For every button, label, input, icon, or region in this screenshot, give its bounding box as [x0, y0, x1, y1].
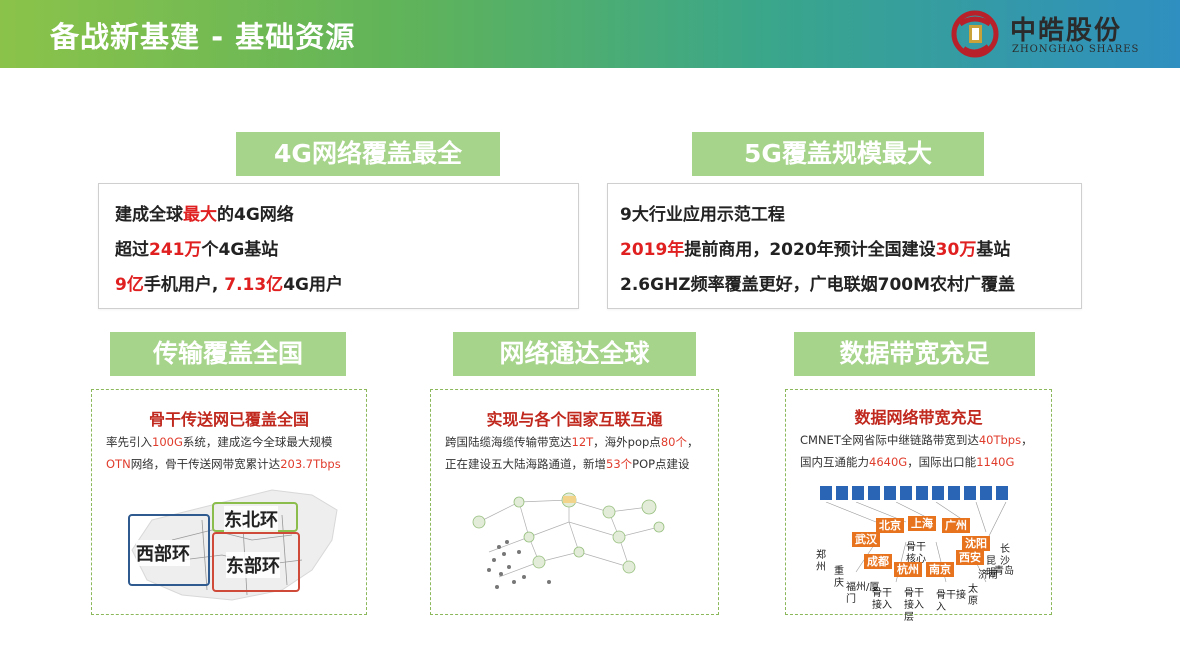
ring-northeast-label: 东北环 — [224, 506, 278, 532]
highlight: 241万 — [149, 240, 202, 260]
ring-west-frame — [128, 514, 210, 586]
label-zhengzhou: 郑州 — [816, 550, 826, 573]
city-nanjing: 南京 — [926, 562, 954, 577]
text: 4G用户 — [283, 275, 343, 295]
highlight: 2019年 — [620, 240, 685, 260]
label-access-1: 骨干接入 — [872, 588, 892, 611]
company-logo: 中皓股份 ZHONGHAO SHARES — [950, 8, 1170, 60]
text: 基站 — [976, 240, 1011, 260]
global-network-diagram — [472, 492, 665, 589]
label-taiyuan: 太原 — [968, 584, 978, 607]
global-network-title: 实现与各个国家互联互通 — [486, 410, 663, 429]
highlight: 1140G — [976, 455, 1015, 469]
highlight: 最大 — [183, 205, 217, 225]
global-network-line-2: 正在建设五大陆海路通道，新增53个POP点建设 — [445, 456, 690, 472]
5g-line-3: 2.6GHZ频率覆盖更好，广电联姻700M农村广覆盖 — [620, 275, 1016, 295]
text: ， — [1021, 433, 1033, 447]
city-hangzhou: 杭州 — [894, 562, 922, 577]
tag-transmission: 传输覆盖全国 — [110, 332, 346, 376]
transmission-line-1: 率先引入100G系统，建成迄今全球最大规模 — [106, 434, 332, 450]
transmission-title: 骨干传送网已覆盖全国 — [148, 410, 309, 429]
tag-global-network: 网络通达全球 — [453, 332, 696, 376]
logo-emblem-icon — [951, 10, 999, 58]
text: CMNET全网省际中继链路带宽到达 — [800, 433, 979, 447]
city-guangzhou: 广州 — [942, 518, 970, 533]
text: ，国际出口能 — [907, 455, 977, 469]
header-bar: 备战新基建 - 基础资源 中皓股份 ZHONGHAO SHARES — [0, 0, 1180, 68]
text: 率先引入 — [106, 435, 152, 449]
5g-line-1: 9大行业应用示范工程 — [620, 205, 785, 225]
highlight: 4640G — [869, 455, 908, 469]
label-changsha: 长沙 — [1000, 544, 1010, 567]
city-chengdu: 成都 — [864, 554, 892, 569]
tag-bandwidth: 数据带宽充足 — [794, 332, 1035, 376]
label-qingdao: 青岛 — [994, 566, 1014, 577]
global-network-line-1: 跨国陆缆海缆传输带宽达12T，海外pop点80个， — [445, 434, 698, 450]
ring-west-label: 西部环 — [136, 540, 190, 566]
city-wuhan: 武汉 — [852, 532, 880, 547]
city-xian: 西安 — [956, 550, 984, 565]
transmission-line-2: OTN网络，骨干传送网带宽累计达203.7Tbps — [106, 456, 341, 472]
city-shenyang: 沈阳 — [962, 536, 990, 551]
label-chongqing: 重庆 — [834, 566, 844, 589]
box-5g: 9大行业应用示范工程 2019年提前商用，2020年预计全国建设30万基站 2.… — [607, 183, 1082, 309]
text: ， — [686, 435, 699, 449]
text: 的4G网络 — [217, 205, 294, 225]
highlight: 12T — [571, 435, 594, 449]
page-title: 备战新基建 - 基础资源 — [50, 20, 356, 54]
text: POP点建设 — [632, 457, 690, 471]
text: 建成全球 — [115, 205, 183, 225]
label-access-layer: 骨干接入层 — [904, 588, 924, 623]
backbone-top-strip — [820, 486, 1020, 502]
text: 系统，建成迄今全球最大规模 — [182, 435, 333, 449]
text: 国内互通能力 — [800, 455, 869, 469]
logo-chinese-name: 中皓股份 — [1010, 16, 1123, 46]
text: 跨国陆缆海缆传输带宽达 — [445, 435, 572, 449]
city-beijing: 北京 — [876, 518, 904, 533]
box-bandwidth: 数据网络带宽充足 CMNET全网省际中继链路带宽到达40Tbps， 国内互通能力… — [785, 389, 1052, 623]
highlight: OTN — [106, 457, 131, 471]
highlight: 80个 — [660, 435, 687, 449]
ring-east-frame — [212, 532, 300, 592]
highlight: 30万 — [935, 240, 977, 260]
bandwidth-line-2: 国内互通能力4640G，国际出口能1140G — [800, 454, 1014, 470]
box-4g: 建成全球最大的4G网络 超过241万个4G基站 9亿手机用户, 7.13亿4G用… — [98, 183, 579, 309]
highlight: 9亿 — [115, 275, 144, 295]
ring-east-label: 东部环 — [226, 552, 280, 578]
china-map-illustration — [131, 489, 338, 601]
label-kunming: 昆明 — [986, 556, 996, 579]
text: ，海外pop点 — [593, 435, 661, 449]
label-fuzhou-xiamen: 福州/厦门 — [846, 582, 880, 605]
tag-4g-coverage: 4G网络覆盖最全 — [236, 132, 500, 176]
bandwidth-title: 数据网络带宽充足 — [854, 408, 983, 427]
tag-5g-scale: 5G覆盖规模最大 — [692, 132, 984, 176]
logo-english-name: ZHONGHAO SHARES — [1012, 44, 1140, 55]
box-transmission: 骨干传送网已覆盖全国 率先引入100G系统，建成迄今全球最大规模 OTN网络，骨… — [91, 389, 367, 615]
highlight: 40Tbps — [978, 433, 1022, 447]
highlight: 53个 — [606, 457, 633, 471]
highlight: 203.7Tbps — [280, 457, 341, 471]
4g-line-3: 9亿手机用户, 7.13亿4G用户 — [115, 270, 343, 295]
text: 手机用户, — [143, 275, 225, 295]
bandwidth-line-1: CMNET全网省际中继链路带宽到达40Tbps， — [800, 432, 1033, 448]
text: 超过 — [115, 240, 149, 260]
4g-line-1: 建成全球最大的4G网络 — [115, 200, 294, 225]
label-access-3: 骨干接入 — [936, 590, 966, 613]
highlight: 7.13亿 — [224, 275, 284, 295]
box-global-network: 实现与各个国家互联互通 跨国陆缆海缆传输带宽达12T，海外pop点80个， 正在… — [430, 389, 719, 615]
label-jinan: 济南 — [978, 570, 998, 581]
city-shanghai: 上海 — [908, 516, 936, 531]
highlight: 100G — [152, 435, 183, 449]
text: 网络，骨干传送网带宽累计达 — [130, 457, 281, 471]
5g-line-2: 2019年提前商用，2020年预计全国建设30万基站 — [620, 235, 1010, 260]
text: 个4G基站 — [201, 240, 279, 260]
4g-line-2: 超过241万个4G基站 — [115, 235, 278, 260]
text: 正在建设五大陆海路通道，新增 — [445, 457, 606, 471]
text: 提前商用，2020年预计全国建设 — [684, 240, 936, 260]
